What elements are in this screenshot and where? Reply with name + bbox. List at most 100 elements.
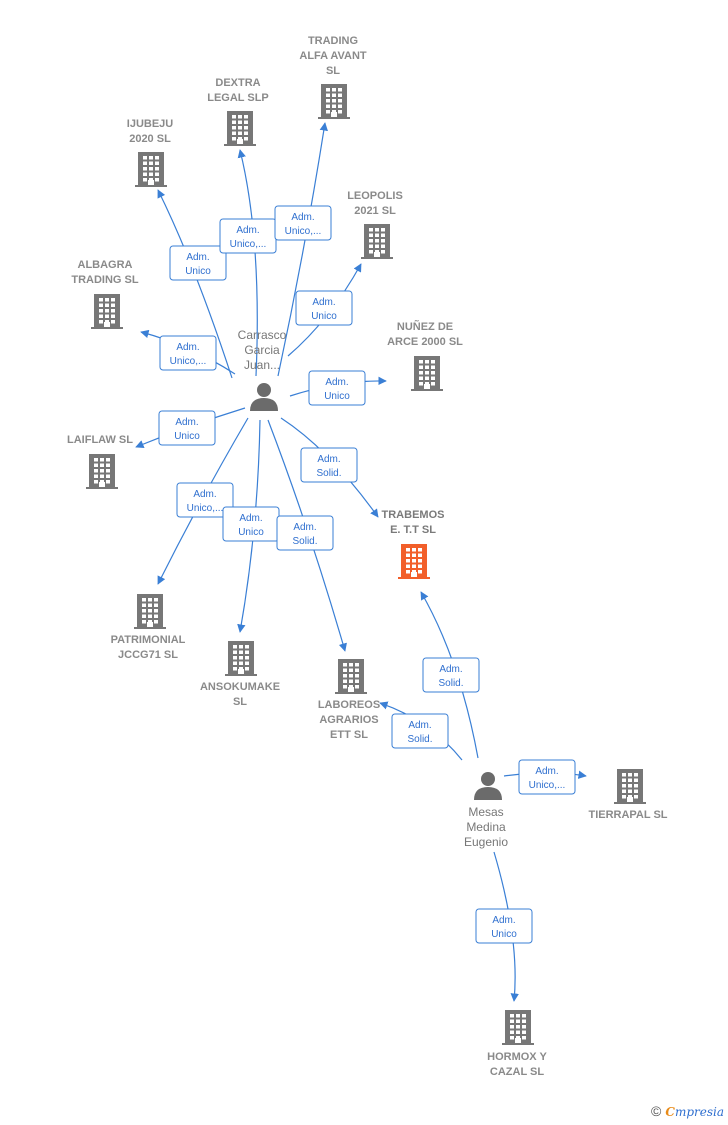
building-icon <box>86 454 118 489</box>
edge-role-text: Adm. <box>535 766 558 777</box>
company-node-ansokumake[interactable]: ANSOKUMAKE SL <box>200 641 280 708</box>
building-icon <box>335 659 367 694</box>
edge-role-text: Unico,... <box>285 226 322 237</box>
edge-role-text: Adm. <box>492 915 515 926</box>
edge-role-text: Adm. <box>186 252 209 263</box>
person-name: Carrasco <box>238 328 287 342</box>
person-icon <box>474 772 502 800</box>
person-name: Medina <box>466 820 506 834</box>
edge-role-text: Adm. <box>439 664 462 675</box>
edge-role-label[interactable]: Adm.Unico,... <box>518 759 576 795</box>
building-icon <box>135 152 167 187</box>
edge-role-label[interactable]: Adm. Solid. <box>391 713 449 749</box>
edge-role-text: Unico,... <box>230 239 267 250</box>
edge-role-text: Unico <box>491 929 517 940</box>
person-name: Mesas <box>468 805 503 819</box>
company-name: SL <box>326 65 340 77</box>
edge-role-text: Solid. <box>316 468 341 479</box>
edge-role-text: Adm. <box>236 225 259 236</box>
edge-role-text: Solid. <box>438 678 463 689</box>
company-name: LEGAL SLP <box>207 92 269 104</box>
company-name: JCCG71 SL <box>118 649 178 661</box>
company-node-dextra[interactable]: DEXTRA LEGAL SLP <box>207 77 269 146</box>
company-name: ETT SL <box>330 729 368 741</box>
edge-role-label[interactable]: Adm. Unico,... <box>219 218 277 254</box>
company-name: IJUBEJU <box>127 118 174 130</box>
company-name: ALBAGRA <box>78 259 133 271</box>
company-name: TRADING <box>308 35 358 47</box>
company-name: TIERRAPAL SL <box>588 809 667 821</box>
edge-role-label[interactable]: Adm.Unico <box>308 370 366 406</box>
edge-role-label[interactable]: Adm. Unico <box>475 908 533 944</box>
company-name: E. T.T SL <box>390 524 436 536</box>
company-name: LEOPOLIS <box>347 190 403 202</box>
company-name: AGRARIOS <box>319 714 378 726</box>
company-node-hormox[interactable]: HORMOX Y CAZAL SL <box>487 1010 548 1078</box>
edge-carrasco-trading_alfa <box>277 122 328 377</box>
edge-role-text: Unico <box>324 391 350 402</box>
edge-role-text: Unico <box>311 311 337 322</box>
building-icon <box>361 224 393 259</box>
brand-logo: Cmpresia <box>665 1105 724 1119</box>
building-icon <box>225 641 257 676</box>
company-name: SL <box>233 696 247 708</box>
person-node-carrasco[interactable]: CarrascoGarciaJuan... <box>238 328 287 411</box>
person-icon <box>250 383 278 411</box>
edge-role-label[interactable]: Adm.Unico,... <box>274 205 332 241</box>
footer-brand: ©Cmpresia <box>651 1103 724 1119</box>
building-icon <box>502 1010 534 1045</box>
building-icon <box>398 544 430 579</box>
edge-role-label[interactable]: Adm. Unico <box>169 245 227 281</box>
company-name: PATRIMONIAL <box>111 634 186 646</box>
edge-role-text: Adm. <box>176 342 199 353</box>
building-icon <box>318 84 350 119</box>
company-name: CAZAL SL <box>490 1066 544 1078</box>
nodes-layer: TRADING ALFA AVANT SL DEXTRA LEGAL SLP IJUBEJ… <box>67 35 668 1078</box>
edge-role-text: Unico,... <box>170 356 207 367</box>
building-icon <box>134 594 166 629</box>
company-node-ijubeju[interactable]: IJUBEJU 2020 SL <box>127 118 174 187</box>
edge-role-label[interactable]: Adm.Solid. <box>276 515 334 551</box>
company-node-leopolis[interactable]: LEOPOLIS 2021 SL <box>347 190 403 259</box>
edge-role-text: Adm. <box>317 454 340 465</box>
edge-role-label[interactable]: Adm.Unico <box>158 410 216 446</box>
edge-role-label[interactable]: Adm.Unico <box>295 290 353 326</box>
company-name: HORMOX Y <box>487 1051 547 1063</box>
company-name: 2021 SL <box>354 205 396 217</box>
company-name: ANSOKUMAKE <box>200 681 280 693</box>
company-name: LAIFLAW SL <box>67 434 133 446</box>
edge-role-text: Unico <box>185 266 211 277</box>
person-name: Eugenio <box>464 835 508 849</box>
building-icon <box>224 111 256 146</box>
edge-role-text: Unico,... <box>187 503 224 514</box>
edge-role-label[interactable]: Adm.Unico <box>222 506 280 542</box>
company-node-nunez[interactable]: NUÑEZ DE ARCE 2000 SL <box>387 320 463 391</box>
company-name: ALFA AVANT <box>299 50 366 62</box>
company-node-patrimonial[interactable]: PATRIMONIAL JCCG71 SL <box>111 594 186 661</box>
company-node-tierrapal[interactable]: TIERRAPAL SL <box>588 769 668 821</box>
building-icon <box>411 356 443 391</box>
company-name: ARCE 2000 SL <box>387 336 463 348</box>
company-node-trading_alfa[interactable]: TRADING ALFA AVANT SL <box>299 35 367 119</box>
edge-labels-layer: Adm.UnicoAdm.Unico,...Adm.Unico,...Adm.U… <box>158 205 576 944</box>
edge-role-label[interactable]: Adm.Unico,... <box>176 482 234 518</box>
copyright-symbol: © <box>651 1103 662 1119</box>
company-node-trabemos[interactable]: TRABEMOS E. T.T SL <box>382 509 445 579</box>
edge-role-text: Solid. <box>407 734 432 745</box>
company-name: NUÑEZ DE <box>397 320 453 333</box>
edge-role-label[interactable]: Adm. Unico,... <box>159 335 217 371</box>
edge-role-label[interactable]: Adm. Solid. <box>422 657 480 693</box>
company-name: TRABEMOS <box>382 509 445 521</box>
company-name: 2020 SL <box>129 133 171 145</box>
edge-role-text: Solid. <box>292 536 317 547</box>
person-name: Juan... <box>244 358 280 372</box>
edge-role-text: Adm. <box>408 720 431 731</box>
edge-role-label[interactable]: Adm. Solid. <box>300 447 358 483</box>
company-node-laiflaw[interactable]: LAIFLAW SL <box>67 434 133 489</box>
company-name: DEXTRA <box>215 77 260 89</box>
building-icon <box>91 294 123 329</box>
